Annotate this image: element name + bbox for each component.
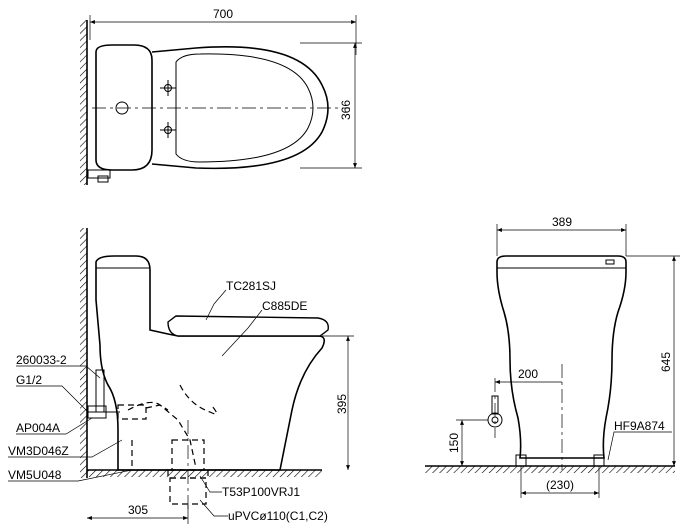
toilet-front-outline [496, 255, 627, 459]
front-width-dim: 389 [552, 215, 572, 229]
label-flange: T53P100VRJ1 [222, 485, 300, 499]
label-thread: G1/2 [16, 373, 42, 387]
foot-right [593, 454, 605, 467]
front-supply-height-dim: 150 [447, 433, 461, 453]
side-view: TC281SJ C885DE 260033-2 G1/2 AP004A VM3D… [8, 228, 354, 524]
wall-hatch-side [80, 228, 87, 478]
side-height-dim: 395 [335, 394, 349, 414]
side-roughin-dim: 305 [128, 503, 148, 517]
supply-valve-front [487, 378, 503, 438]
label-pipe: uPVCø110(C1,C2) [228, 509, 328, 523]
outlet-flange [167, 420, 209, 510]
hinge-bottom-icon [160, 122, 176, 138]
top-view: 700 366 [80, 7, 362, 185]
bowl-opening-top [175, 53, 314, 163]
front-height-dim: 645 [659, 352, 673, 372]
label-part1: 260033-2 [16, 353, 67, 367]
label-part4: VM5U048 [8, 468, 62, 482]
label-part2: AP004A [16, 421, 60, 435]
seat-side-outline [167, 315, 329, 337]
label-part3: VM3D046Z [8, 444, 69, 458]
hinge-top-icon [160, 80, 176, 96]
toilet-side-outline [95, 255, 326, 471]
top-width-dim: 700 [213, 7, 233, 21]
front-view: 389 200 150 645 HF9A874 [425, 215, 680, 498]
label-fitting: HF9A874 [614, 419, 665, 433]
front-supply-offset-dim: 200 [518, 367, 538, 381]
floor-hatch-front [425, 466, 675, 473]
tank-top-outline [95, 44, 153, 171]
seat-top-outline [151, 45, 329, 170]
flush-button-front [605, 259, 615, 265]
top-depth-dim: 366 [339, 100, 353, 120]
front-foot-spacing-dim: (230) [546, 478, 574, 492]
floor-hatch-side [87, 470, 322, 477]
wall-hatch-top [80, 20, 87, 185]
label-bowl: C885DE [262, 299, 307, 313]
supply-valve-side [87, 369, 169, 420]
foot-left [515, 454, 527, 467]
label-seat: TC281SJ [226, 279, 276, 293]
